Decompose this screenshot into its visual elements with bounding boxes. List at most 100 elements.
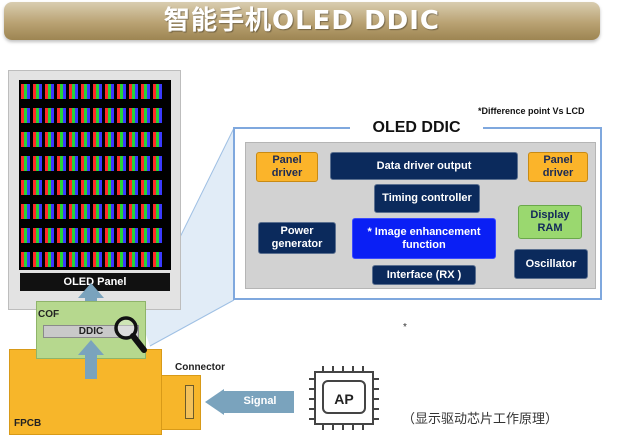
subpixel bbox=[69, 108, 72, 123]
subpixel bbox=[123, 156, 126, 171]
subpixel bbox=[144, 84, 147, 99]
subpixel bbox=[123, 252, 126, 267]
subpixel bbox=[135, 228, 138, 243]
subpixel-gap bbox=[126, 156, 129, 171]
subpixel bbox=[144, 156, 147, 171]
subpixel bbox=[60, 132, 63, 147]
signal-arrow-shaft bbox=[224, 391, 294, 413]
subpixel bbox=[36, 252, 39, 267]
subpixel bbox=[153, 156, 156, 171]
subpixel bbox=[141, 132, 144, 147]
subpixel bbox=[87, 204, 90, 219]
title-banner bbox=[4, 2, 600, 40]
chip-pin bbox=[362, 366, 364, 371]
subpixel bbox=[144, 252, 147, 267]
caption: （显示驱动芯片工作原理） bbox=[402, 412, 559, 427]
subpixel-gap bbox=[42, 228, 45, 243]
subpixel bbox=[147, 132, 150, 147]
subpixel-gap bbox=[78, 84, 81, 99]
subpixel bbox=[21, 228, 24, 243]
subpixel bbox=[108, 156, 111, 171]
subpixel bbox=[69, 204, 72, 219]
subpixel bbox=[57, 108, 60, 123]
subpixel bbox=[132, 180, 135, 195]
subpixel-gap bbox=[30, 228, 33, 243]
subpixel bbox=[99, 108, 102, 123]
subpixel bbox=[135, 132, 138, 147]
subpixel bbox=[39, 108, 42, 123]
difference-note: *Difference point Vs LCD bbox=[478, 106, 585, 116]
subpixel bbox=[99, 132, 102, 147]
subpixel bbox=[21, 108, 24, 123]
chip-pin bbox=[374, 388, 379, 390]
subpixel-gap bbox=[150, 84, 153, 99]
subpixel bbox=[63, 228, 66, 243]
subpixel bbox=[144, 180, 147, 195]
subpixel-gap bbox=[162, 228, 165, 243]
subpixel-gap bbox=[162, 204, 165, 219]
subpixel bbox=[129, 252, 132, 267]
subpixel bbox=[81, 252, 84, 267]
subpixel-gap bbox=[42, 204, 45, 219]
subpixel bbox=[63, 156, 66, 171]
subpixel bbox=[156, 252, 159, 267]
subpixel-gap bbox=[90, 252, 93, 267]
chip-pin bbox=[309, 418, 314, 420]
subpixel bbox=[45, 132, 48, 147]
subpixel-gap bbox=[54, 132, 57, 147]
subpixel-gap bbox=[162, 156, 165, 171]
subpixel bbox=[159, 132, 162, 147]
subpixel bbox=[105, 156, 108, 171]
subpixel bbox=[135, 180, 138, 195]
subpixel bbox=[39, 252, 42, 267]
subpixel-gap bbox=[78, 156, 81, 171]
subpixel-gap bbox=[150, 180, 153, 195]
ddic-title: OLED DDIC bbox=[372, 119, 461, 136]
subpixel-gap bbox=[102, 84, 105, 99]
fpcb-connector-tab bbox=[161, 375, 201, 430]
subpixel-gap bbox=[66, 132, 69, 147]
subpixel-gap bbox=[150, 252, 153, 267]
subpixel-gap bbox=[90, 228, 93, 243]
subpixel-gap bbox=[126, 204, 129, 219]
subpixel bbox=[111, 180, 114, 195]
subpixel bbox=[36, 228, 39, 243]
subpixel bbox=[117, 108, 120, 123]
subpixel bbox=[132, 252, 135, 267]
subpixel bbox=[57, 132, 60, 147]
subpixel bbox=[159, 252, 162, 267]
subpixel-gap bbox=[90, 156, 93, 171]
block-oscillator: Oscillator bbox=[514, 249, 588, 279]
subpixel bbox=[153, 132, 156, 147]
block-power-generator: Power generator bbox=[258, 222, 336, 254]
subpixel bbox=[51, 228, 54, 243]
footnote-mark: * bbox=[403, 322, 407, 333]
subpixel-row bbox=[19, 204, 171, 219]
oled-panel-screen bbox=[19, 80, 171, 270]
subpixel-gap bbox=[114, 84, 117, 99]
subpixel bbox=[69, 228, 72, 243]
subpixel-gap bbox=[30, 252, 33, 267]
subpixel bbox=[48, 108, 51, 123]
chip-pin bbox=[309, 378, 314, 380]
subpixel bbox=[21, 132, 24, 147]
subpixel bbox=[105, 180, 108, 195]
subpixel bbox=[27, 252, 30, 267]
block-display-ram: Display RAM bbox=[518, 205, 582, 239]
subpixel bbox=[156, 180, 159, 195]
subpixel bbox=[75, 228, 78, 243]
subpixel bbox=[99, 252, 102, 267]
subpixel bbox=[135, 108, 138, 123]
subpixel-gap bbox=[126, 108, 129, 123]
subpixel bbox=[123, 108, 126, 123]
subpixel bbox=[87, 84, 90, 99]
subpixel-gap bbox=[54, 108, 57, 123]
subpixel bbox=[147, 156, 150, 171]
subpixel-gap bbox=[138, 204, 141, 219]
subpixel-gap bbox=[78, 180, 81, 195]
subpixel bbox=[72, 252, 75, 267]
subpixel bbox=[117, 204, 120, 219]
subpixel-gap bbox=[138, 180, 141, 195]
subpixel bbox=[45, 156, 48, 171]
subpixel bbox=[120, 156, 123, 171]
